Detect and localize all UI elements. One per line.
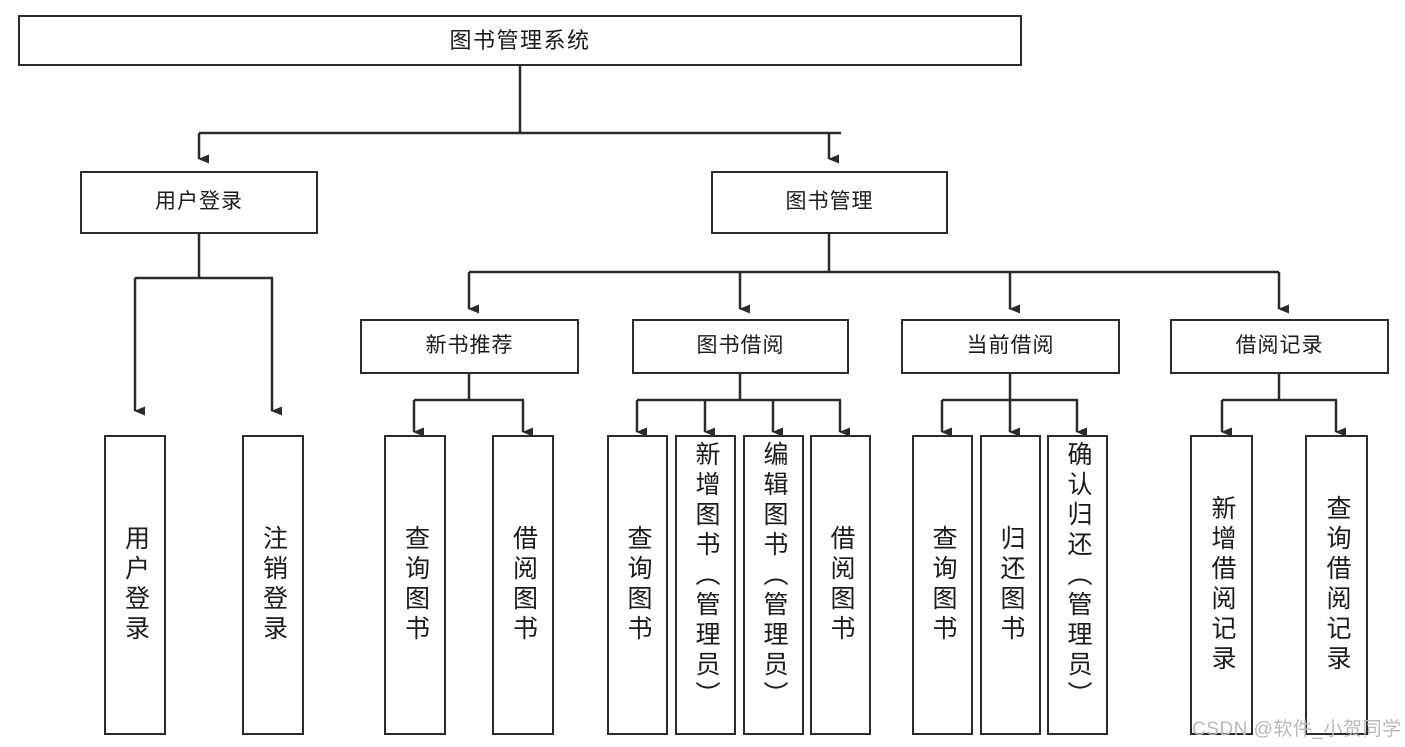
node-label: 新增图书（管理员） <box>692 441 720 711</box>
node-label: 图书管理系统 <box>449 27 591 53</box>
node-label: 归还图书 <box>997 525 1025 645</box>
leaf-query-book-current[interactable]: 查询图书 <box>912 435 973 735</box>
node-label: 查询借阅记录 <box>1323 495 1351 675</box>
leaf-query-borrow-record[interactable]: 查询借阅记录 <box>1305 435 1368 735</box>
node-label: 新增借阅记录 <box>1208 495 1236 675</box>
node-book-borrow[interactable]: 图书借阅 <box>632 319 849 374</box>
node-label: 注销登录 <box>259 525 288 645</box>
node-label: 查询图书 <box>624 525 652 645</box>
leaf-query-book-recommend[interactable]: 查询图书 <box>384 435 446 735</box>
node-label: 当前借阅 <box>966 334 1055 358</box>
node-label: 编辑图书（管理员） <box>760 441 788 711</box>
leaf-add-book-admin[interactable]: 新增图书（管理员） <box>675 435 736 735</box>
node-book-manage[interactable]: 图书管理 <box>711 171 948 234</box>
leaf-logout[interactable]: 注销登录 <box>242 435 304 735</box>
node-label: 查询图书 <box>401 525 430 645</box>
node-label: 查询图书 <box>929 525 957 645</box>
csdn-watermark: CSDN @软件_小贺同学 <box>1192 719 1402 740</box>
node-new-book-recommend[interactable]: 新书推荐 <box>360 319 579 374</box>
node-label: 确认归还（管理员） <box>1064 441 1092 711</box>
leaf-return-book[interactable]: 归还图书 <box>980 435 1041 735</box>
node-root-system[interactable]: 图书管理系统 <box>18 15 1022 66</box>
node-label: 图书借阅 <box>696 334 785 358</box>
leaf-confirm-return-admin[interactable]: 确认归还（管理员） <box>1047 435 1108 735</box>
leaf-borrow-book-borrow[interactable]: 借阅图书 <box>810 435 871 735</box>
leaf-user-login[interactable]: 用户登录 <box>104 435 166 735</box>
leaf-edit-book-admin[interactable]: 编辑图书（管理员） <box>743 435 804 735</box>
node-label: 借阅图书 <box>827 525 855 645</box>
node-label: 新书推荐 <box>425 334 514 358</box>
leaf-borrow-book-recommend[interactable]: 借阅图书 <box>492 435 554 735</box>
node-label: 借阅记录 <box>1235 334 1324 358</box>
node-current-borrow[interactable]: 当前借阅 <box>901 319 1120 374</box>
node-label: 图书管理 <box>785 190 874 214</box>
leaf-query-book-borrow[interactable]: 查询图书 <box>607 435 668 735</box>
node-label: 用户登录 <box>121 525 150 645</box>
node-user-login[interactable]: 用户登录 <box>80 171 318 234</box>
node-label: 用户登录 <box>155 190 243 214</box>
leaf-add-borrow-record[interactable]: 新增借阅记录 <box>1190 435 1253 735</box>
node-borrow-record[interactable]: 借阅记录 <box>1170 319 1389 374</box>
node-label: 借阅图书 <box>509 525 538 645</box>
